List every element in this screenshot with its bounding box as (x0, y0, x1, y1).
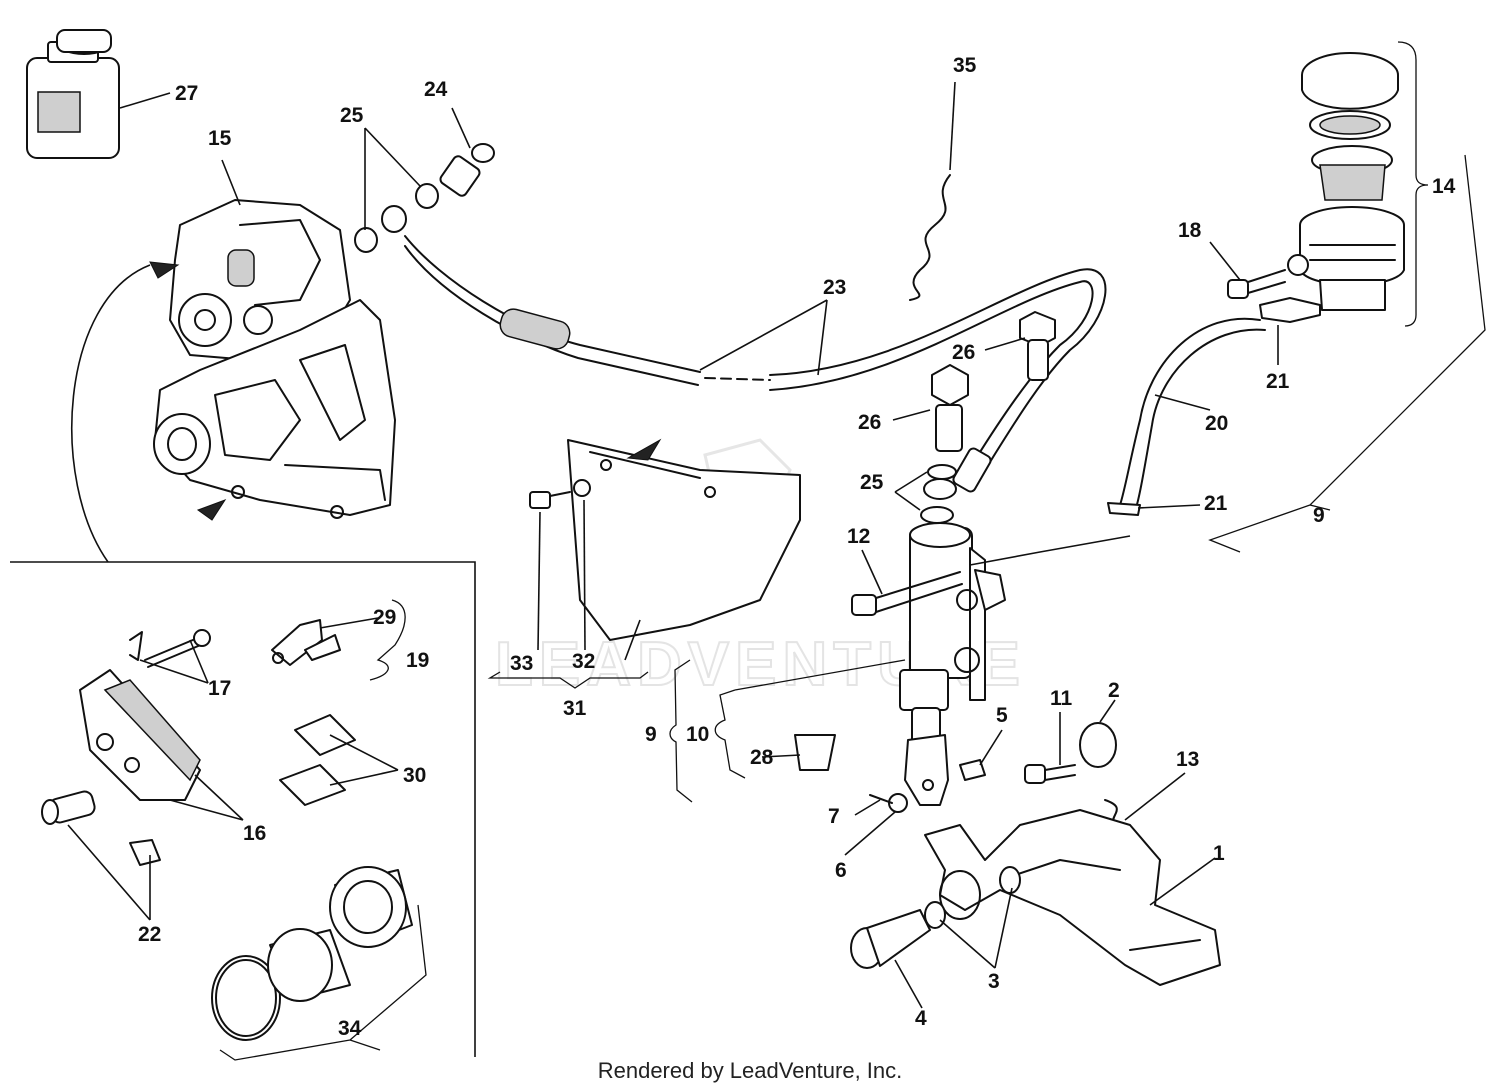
callout-9-right: 9 (1313, 504, 1325, 527)
callout-25-mid: 25 (860, 471, 884, 494)
callout-1: 1 (1213, 842, 1225, 865)
part-20-reservoir-hose (1119, 317, 1266, 509)
callout-4: 4 (915, 1007, 927, 1030)
part-31-caliper-guard (567, 439, 801, 641)
kit-boundary (10, 561, 476, 1057)
part-35-hose-spiral (909, 174, 951, 301)
callout-3: 3 (988, 970, 1000, 993)
part-11-bolt (1024, 764, 1076, 784)
leader-lines (67, 81, 1279, 1009)
part-21-clamp (1107, 502, 1141, 516)
part-10-master-cylinder (899, 522, 1006, 806)
arrow-icon (626, 438, 662, 461)
arrow-icon (196, 499, 227, 521)
braces (219, 41, 1486, 1061)
callout-15: 15 (208, 127, 232, 150)
callout-27: 27 (175, 82, 198, 105)
callout-35: 35 (953, 54, 977, 77)
callout-25-top: 25 (340, 104, 364, 127)
callout-32: 32 (572, 650, 595, 673)
callout-17: 17 (208, 677, 231, 700)
callout-29: 29 (373, 606, 396, 629)
callout-7: 7 (828, 805, 840, 828)
part-27-fluid-bottle (26, 29, 120, 159)
callout-2: 2 (1108, 679, 1120, 702)
callout-14: 14 (1432, 175, 1456, 198)
callout-16: 16 (243, 822, 266, 845)
callout-23: 23 (823, 276, 846, 299)
callout-18: 18 (1178, 219, 1202, 242)
part-33-bolt (529, 491, 571, 509)
part-26-banjo-bolt (1019, 311, 1056, 381)
part-18-screw (1227, 269, 1286, 299)
part-25-washer (920, 506, 954, 524)
callout-5: 5 (996, 704, 1008, 727)
callout-10: 10 (686, 723, 709, 746)
flow-curve (71, 264, 151, 563)
part-32-washer (573, 479, 591, 497)
part-5-clevis-pin (959, 759, 986, 781)
callout-31: 31 (563, 697, 587, 720)
part-16-brake-pads (79, 669, 201, 801)
part-1-brake-pedal (924, 809, 1221, 986)
part-6-washer (888, 793, 908, 813)
part-25-washer (927, 464, 957, 480)
part-29-bleed-screw (271, 619, 341, 666)
part-3-washer (924, 901, 946, 929)
part-28-boot (794, 734, 836, 771)
part-25-washer (381, 205, 407, 233)
callout-26-top: 26 (952, 341, 975, 364)
callout-21-bottom: 21 (1204, 492, 1228, 515)
callouts: 1 2 3 4 5 6 7 9 9 10 11 12 13 14 15 16 1… (138, 54, 1456, 1040)
part-34-piston-seals (211, 866, 413, 1041)
footer-credit: Rendered by LeadVenture, Inc. (597, 1058, 903, 1083)
callout-21-top: 21 (1266, 370, 1290, 393)
part-22-bushings (41, 790, 161, 866)
callout-12: 12 (847, 525, 870, 548)
part-25-washer (415, 183, 439, 209)
callout-30: 30 (403, 764, 426, 787)
callout-6: 6 (835, 859, 847, 882)
part-25-washer (923, 478, 957, 500)
callout-11: 11 (1050, 687, 1073, 710)
callout-13: 13 (1176, 748, 1199, 771)
callout-26-mid: 26 (858, 411, 881, 434)
part-2-bushing (1079, 722, 1117, 768)
part-23-brake-hose (404, 235, 1107, 493)
callout-33: 33 (510, 652, 533, 675)
part-7-cotter-pin (869, 794, 893, 804)
part-30-pad-springs (279, 714, 356, 806)
part-4-pivot-bolt (850, 909, 931, 969)
callout-20: 20 (1205, 412, 1228, 435)
callout-34: 34 (338, 1017, 362, 1040)
part-15-caliper (153, 199, 396, 519)
callout-22: 22 (138, 923, 161, 946)
arrow-icon (149, 261, 180, 279)
callout-28: 28 (750, 746, 774, 769)
callout-24: 24 (424, 78, 448, 101)
part-25-washer (354, 227, 378, 253)
part-26-banjo-bolt (931, 364, 969, 452)
part-14-reservoir (1287, 52, 1405, 311)
leader-line (969, 535, 1131, 566)
callout-19: 19 (406, 649, 429, 672)
part-21-clamp (1259, 297, 1321, 323)
part-3-circlip (999, 866, 1021, 894)
part-24-banjo-bolt (439, 143, 495, 197)
callout-9-left: 9 (645, 723, 657, 746)
part-12-bolt (851, 571, 963, 616)
